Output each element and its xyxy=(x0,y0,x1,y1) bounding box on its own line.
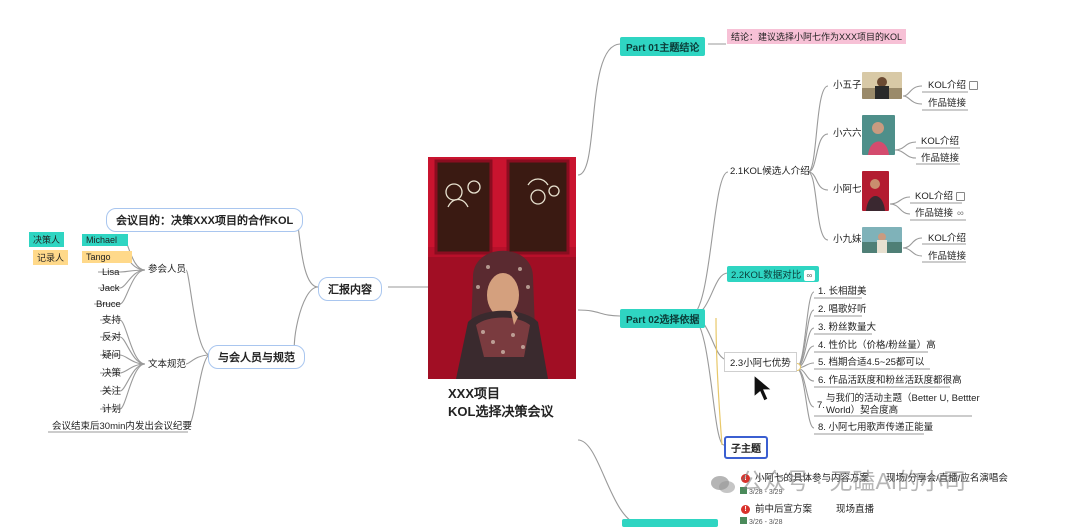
plan1-title[interactable]: 小阿七的具体参与内容方案 xyxy=(755,473,870,484)
advantage-6[interactable]: 6. 作品活跃度和粉丝活跃度都很高 xyxy=(818,375,962,386)
advantage-3[interactable]: 3. 粉丝数量大 xyxy=(818,322,877,333)
norm-oppose[interactable]: 反对 xyxy=(102,332,122,343)
advantage-7-line1[interactable]: 与我们的活动主题（Better U, Bettter xyxy=(826,393,980,404)
advantage-5[interactable]: 5. 档期合适4.5~25都可以 xyxy=(818,357,925,368)
plan2-title[interactable]: 前中后宣方案 xyxy=(755,504,813,515)
advantages-text: 2.3小阿七优势 xyxy=(730,358,791,369)
conclusion-text[interactable]: 结论：建议选择小阿七作为XXX项目的KOL xyxy=(727,29,907,44)
candidate-name-4[interactable]: 小九妹 xyxy=(833,234,862,245)
candidate-link-4[interactable]: 作品链接 xyxy=(928,251,967,262)
attendees-norms-node[interactable]: 与会人员与规范 xyxy=(208,345,305,369)
data-compare-node[interactable]: 2.2KOL数据对比 ∞ xyxy=(727,266,819,282)
alert-badge-icon: ! xyxy=(741,474,750,483)
candidate-photo-3 xyxy=(862,171,889,211)
subtopic-text: 子主题 xyxy=(731,444,761,455)
norm-attention[interactable]: 关注 xyxy=(102,386,122,397)
part01-node[interactable]: Part 01主题结论 xyxy=(620,37,706,56)
part03-node-partial[interactable] xyxy=(622,519,718,527)
candidate-intro-1[interactable]: KOL介绍 xyxy=(928,80,979,92)
person-bruce[interactable]: Bruce xyxy=(96,299,121,310)
norm-decide[interactable]: 决策 xyxy=(102,368,122,379)
plan1-detail[interactable]: 现场/分享会/直播/应名演唱会 xyxy=(886,473,1008,484)
attendees-norms-text: 与会人员与规范 xyxy=(218,352,295,364)
data-compare-text: 2.2KOL数据对比 xyxy=(731,270,802,281)
plan2-date: 3/26 - 3/28 xyxy=(740,517,782,529)
advantage-1[interactable]: 1. 长相甜美 xyxy=(818,286,867,297)
person-jack[interactable]: Jack xyxy=(100,283,120,294)
plan2-detail[interactable]: 现场直播 xyxy=(836,504,875,515)
advantages-node[interactable]: 2.3小阿七优势 xyxy=(724,352,797,372)
candidate-intro-4[interactable]: KOL介绍 xyxy=(928,233,967,244)
person-lisa[interactable]: Lisa xyxy=(102,267,120,278)
mouse-cursor-icon xyxy=(752,373,774,406)
candidate-name-2[interactable]: 小六六 xyxy=(833,128,862,139)
meeting-goal-node[interactable]: 会议目的：决策XXX项目的合作KOL xyxy=(106,208,304,232)
decider-tag: 决策人 xyxy=(29,232,65,247)
advantage-2[interactable]: 2. 唱歌好听 xyxy=(818,304,867,315)
report-content-node[interactable]: 汇报内容 xyxy=(318,277,382,301)
watermark-text: 公众号 · 无磕AI的小司 xyxy=(740,468,967,494)
calendar-icon xyxy=(740,517,747,524)
candidates-intro[interactable]: 2.1KOL候选人介绍 xyxy=(730,166,810,177)
recorder-name[interactable]: Tango xyxy=(82,251,132,263)
wechat-icon xyxy=(710,473,736,493)
recorder-tag: 记录人 xyxy=(33,250,69,265)
watermark: 公众号 · 无磕AI的小司 xyxy=(710,462,966,496)
report-content-text: 汇报内容 xyxy=(328,284,372,296)
candidate-photo-1 xyxy=(862,72,902,99)
plan1-date: 3/28 - 3/29 xyxy=(740,487,782,499)
candidate-intro-3[interactable]: KOL介绍 xyxy=(915,191,966,203)
attendees-label[interactable]: 参会人员 xyxy=(148,264,187,275)
advantage-7-line2[interactable]: World）契合度高 xyxy=(826,405,899,416)
link-icon[interactable]: ∞ xyxy=(957,208,964,219)
text-norms-label[interactable]: 文本规范 xyxy=(148,359,187,370)
calendar-icon xyxy=(740,487,747,494)
candidate-intro-2[interactable]: KOL介绍 xyxy=(921,136,960,147)
center-photo xyxy=(428,157,576,379)
candidate-link-2[interactable]: 作品链接 xyxy=(921,153,960,164)
candidate-photo-2 xyxy=(862,115,895,155)
candidate-name-3[interactable]: 小阿七 xyxy=(833,184,862,195)
norm-question[interactable]: 疑问 xyxy=(102,350,122,361)
center-title-line1: XXX项目 xyxy=(448,386,501,401)
part02-node[interactable]: Part 02选择依据 xyxy=(620,309,706,328)
candidate-name-1[interactable]: 小五子 xyxy=(833,80,862,91)
advantage-8[interactable]: 8. 小阿七用歌声传递正能量 xyxy=(818,422,934,433)
norm-plan[interactable]: 计划 xyxy=(102,404,122,415)
note-icon[interactable] xyxy=(956,191,966,201)
center-title-line2: KOL选择决策会议 xyxy=(448,404,554,419)
link-icon[interactable]: ∞ xyxy=(803,270,815,281)
decider-name[interactable]: Michael xyxy=(82,234,128,246)
advantage-7-number: 7. xyxy=(817,400,825,411)
candidate-photo-4 xyxy=(862,227,902,253)
meeting-goal-text: 会议目的：决策XXX项目的合作KOL xyxy=(116,215,294,227)
minutes-rule[interactable]: 会议结束后30min内发出会议纪要 xyxy=(52,421,192,432)
candidate-link-3[interactable]: 作品链接∞ xyxy=(915,208,964,219)
candidate-link-1[interactable]: 作品链接 xyxy=(928,98,967,109)
alert-badge-icon: ! xyxy=(741,505,750,514)
norm-support[interactable]: 支持 xyxy=(102,315,122,326)
advantage-4[interactable]: 4. 性价比（价格/粉丝量）高 xyxy=(818,340,936,351)
subtopic-node[interactable]: 子主题 xyxy=(724,436,768,459)
note-icon[interactable] xyxy=(969,80,979,90)
